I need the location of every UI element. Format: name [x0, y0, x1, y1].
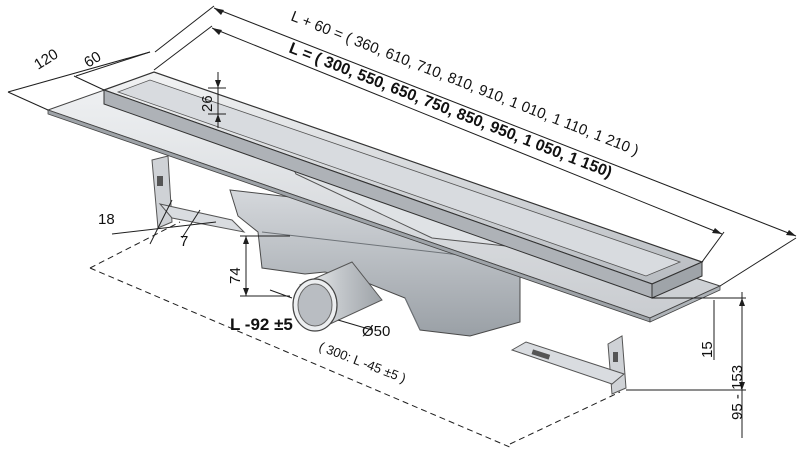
- bracket-hole: [157, 176, 163, 186]
- bracket-hole: [613, 352, 618, 362]
- bracket-slot: [531, 349, 551, 360]
- dimension-lines: [7, 5, 797, 449]
- drain-product: [46, 71, 722, 395]
- flange-height-label: 15: [699, 341, 716, 358]
- right-bracket-foot: [510, 341, 626, 385]
- bracket-spacing-label: L -92 ±5: [230, 315, 293, 334]
- left-bracket-foot: [158, 203, 246, 233]
- arrowheads: [212, 8, 796, 390]
- outlet-diameter-label: Ø50: [362, 323, 390, 340]
- grate-height-label: 26: [199, 95, 216, 112]
- outlet-pipe: [292, 261, 383, 332]
- right-bracket: [607, 335, 627, 395]
- width-outer-label: 120: [31, 46, 61, 74]
- bracket-spacing-note: ( 300: L -45 ±5 ): [317, 339, 408, 386]
- width-inner-label: 60: [81, 48, 104, 71]
- total-height-label: 95 - 153: [729, 365, 746, 420]
- bracket-width-label: 18: [98, 211, 115, 228]
- left-bracket: [151, 155, 173, 229]
- outlet-height-label: 74: [227, 267, 244, 284]
- bracket-slot-label: 7: [180, 233, 188, 250]
- grate-frame: [102, 71, 704, 299]
